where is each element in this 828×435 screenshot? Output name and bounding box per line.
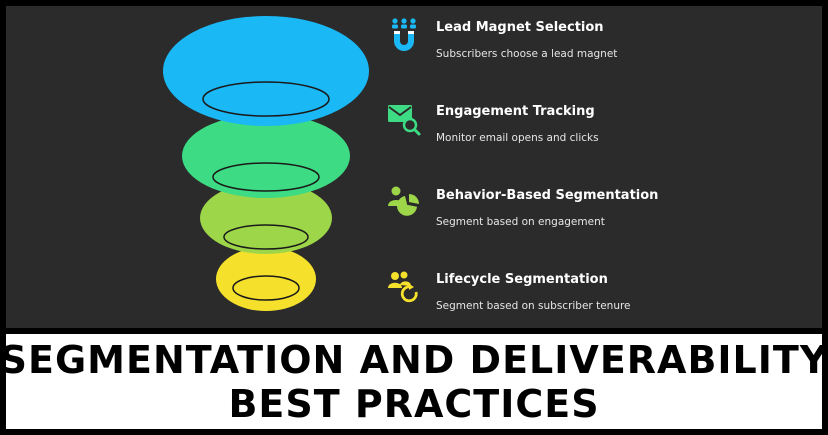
email-search-icon — [388, 105, 421, 136]
funnel-layer-3 — [200, 182, 332, 254]
banner-title-line-2: BEST PRACTICES — [228, 381, 600, 426]
stage-description: Segment based on engagement — [436, 216, 605, 228]
title-banner: SEGMENTATION AND DELIVERABILITY BEST PRA… — [0, 334, 827, 429]
stage-title: Engagement Tracking — [436, 104, 595, 119]
magnet-people-icon — [392, 18, 416, 51]
funnel-layer-1-ring — [202, 81, 330, 117]
funnel-layer-4-ring — [232, 275, 300, 301]
funnel-layer-1 — [163, 16, 369, 126]
funnel-layer-4 — [216, 247, 316, 311]
stage-lifecycle-segmentation: Lifecycle Segmentation Segment based on … — [386, 264, 816, 324]
funnel-layer-2 — [182, 114, 350, 198]
diagram-panel: Lead Magnet Selection Subscribers choose… — [6, 6, 822, 328]
stage-title: Lead Magnet Selection — [436, 20, 604, 35]
stage-description: Segment based on subscriber tenure — [436, 300, 631, 312]
funnel-layer-3-ring — [223, 224, 309, 250]
stage-behavior-segmentation: Behavior-Based Segmentation Segment base… — [386, 180, 816, 240]
stage-title: Behavior-Based Segmentation — [436, 188, 659, 203]
stage-description: Subscribers choose a lead magnet — [436, 48, 618, 60]
stage-description: Monitor email opens and clicks — [436, 132, 599, 144]
stage-engagement-tracking: Engagement Tracking Monitor email opens … — [386, 96, 816, 156]
banner-title-line-1: SEGMENTATION AND DELIVERABILITY — [0, 337, 828, 382]
funnel-diagram — [163, 16, 369, 311]
funnel-layer-2-ring — [212, 162, 320, 192]
stage-title: Lifecycle Segmentation — [436, 272, 608, 287]
stage-lead-magnet: Lead Magnet Selection Subscribers choose… — [386, 12, 816, 72]
users-refresh-icon — [388, 271, 418, 303]
user-pie-chart-icon — [388, 186, 419, 216]
